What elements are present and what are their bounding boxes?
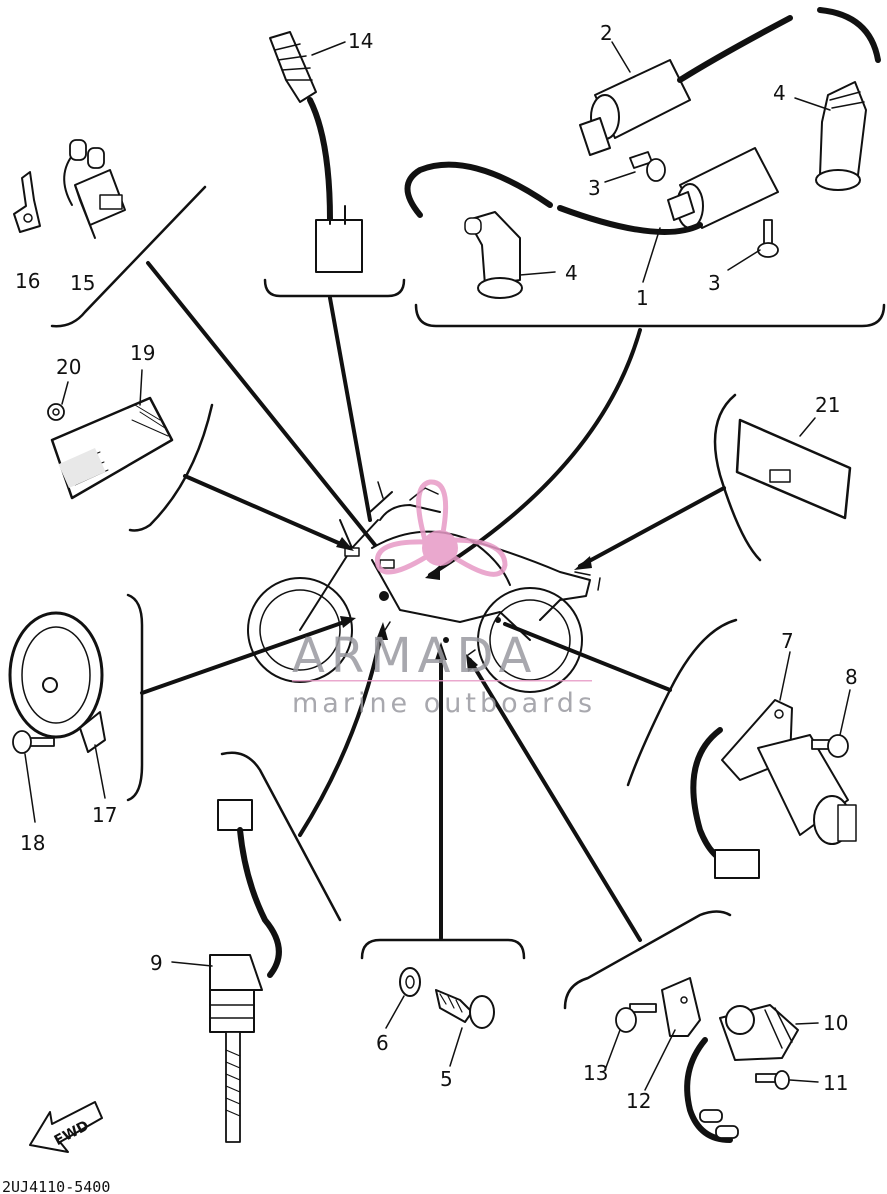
propeller-logo-icon bbox=[374, 479, 508, 577]
callout-7: 7 bbox=[781, 629, 794, 653]
callout-8: 8 bbox=[845, 665, 858, 689]
callout-labels: 14 2 3 4 4 1 3 16 15 20 19 21 7 8 17 18 … bbox=[15, 21, 858, 1113]
part-4-plug-cap-left bbox=[464, 211, 523, 299]
part-11-screw bbox=[755, 1070, 790, 1090]
part-10-stop-switch bbox=[684, 1004, 799, 1143]
part-5-screw bbox=[435, 989, 495, 1029]
callout-15: 15 bbox=[70, 271, 95, 295]
callout-21: 21 bbox=[815, 393, 840, 417]
part-1-ignition-coil bbox=[404, 147, 779, 235]
part-19-reflector bbox=[50, 396, 174, 500]
callout-14: 14 bbox=[348, 29, 373, 53]
part-6-washer bbox=[399, 967, 421, 997]
callout-9: 9 bbox=[150, 951, 163, 975]
callout-4-right: 4 bbox=[773, 81, 786, 105]
callout-6: 6 bbox=[376, 1031, 389, 1055]
diagram-code: 2UJ4110-5400 bbox=[2, 1178, 110, 1194]
callout-11: 11 bbox=[823, 1071, 848, 1095]
callout-12: 12 bbox=[626, 1089, 651, 1113]
part-4-plug-cap-right bbox=[815, 81, 867, 191]
callout-19: 19 bbox=[130, 341, 155, 365]
part-2-ignition-coil bbox=[579, 7, 881, 156]
callout-16: 16 bbox=[15, 269, 40, 293]
callout-10: 10 bbox=[823, 1011, 848, 1035]
part-14-sensor bbox=[269, 31, 363, 273]
part-18-bolt bbox=[12, 730, 55, 754]
callout-17: 17 bbox=[92, 803, 117, 827]
callout-1: 1 bbox=[636, 286, 649, 310]
callout-3-upper: 3 bbox=[588, 176, 601, 200]
part-12-bracket bbox=[661, 977, 701, 1037]
part-15-relay bbox=[63, 139, 126, 239]
callout-5: 5 bbox=[440, 1067, 453, 1091]
part-3-bolt-lower bbox=[757, 219, 779, 258]
part-21-reflector bbox=[735, 418, 852, 520]
callout-13: 13 bbox=[583, 1061, 608, 1085]
fwd-arrow: FWD bbox=[29, 1101, 103, 1153]
part-8-bolt bbox=[811, 734, 849, 758]
armada-watermark: ARMADA marine outboards bbox=[292, 479, 596, 719]
part-13-bolt bbox=[615, 1003, 657, 1033]
watermark-tagline: marine outboards bbox=[292, 688, 596, 719]
callout-3-lower: 3 bbox=[708, 271, 721, 295]
part-16-bracket bbox=[13, 171, 41, 233]
callout-18: 18 bbox=[20, 831, 45, 855]
watermark-brand: ARMADA bbox=[292, 628, 537, 684]
part-20-nut bbox=[47, 403, 65, 421]
callout-4-left: 4 bbox=[565, 261, 578, 285]
part-17-horn bbox=[8, 611, 106, 753]
group-brackets bbox=[50, 185, 886, 1010]
callout-2: 2 bbox=[600, 21, 613, 45]
callout-20: 20 bbox=[56, 355, 81, 379]
part-7-main-switch bbox=[690, 699, 857, 879]
part-9-switch bbox=[209, 799, 282, 1143]
callout-pointers bbox=[24, 41, 851, 1091]
part-3-bolt-upper bbox=[629, 151, 666, 182]
leader-lines bbox=[140, 261, 726, 942]
